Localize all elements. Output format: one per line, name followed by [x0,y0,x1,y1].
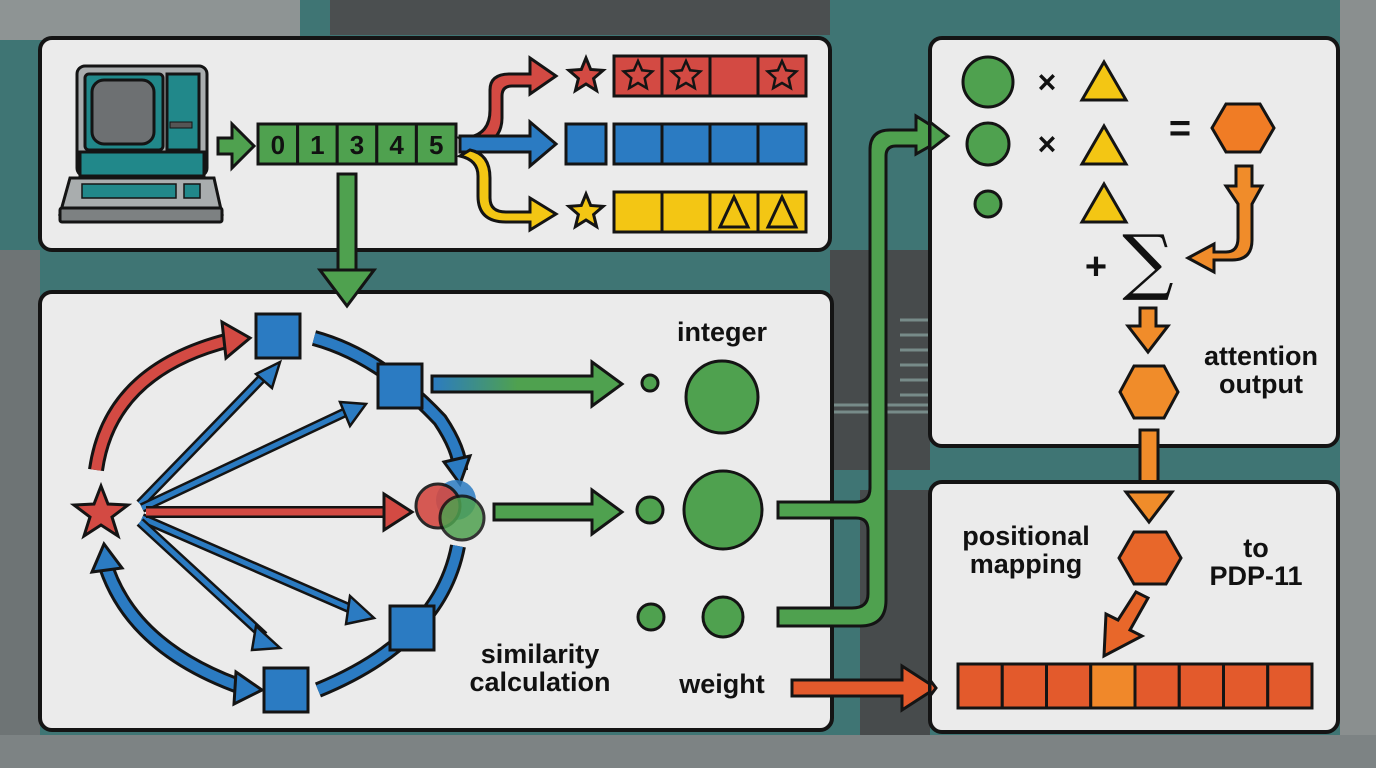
input-arrow [216,120,257,172]
product-to-sum-arrow [1184,164,1265,275]
mapping-arrow [1102,590,1151,659]
triangle-icon [717,193,751,229]
attention-output-label: attention output [1186,342,1336,399]
pdp11-target-label: to PDP-11 [1196,534,1316,591]
radial-key-arrows [136,359,377,652]
similarity-label: similarity calculation [450,640,630,697]
key-square [254,312,302,360]
score-small [636,602,666,632]
attention-output-hexagon [1118,364,1180,420]
positional-mapping-line1: positional [962,521,1090,551]
triangle-icon [765,193,799,229]
output-cell [1045,662,1093,710]
integer-label: integer [676,317,768,347]
token-cell [296,122,339,166]
output-cell-highlighted [1089,662,1137,710]
token-value: 1 [310,130,324,160]
weight-label: weight [679,669,765,699]
score-arrow-middle [492,487,625,537]
equals-symbol: = [1168,108,1192,150]
positional-mapping-label: positional mapping [946,522,1106,579]
score-large [684,359,760,435]
times-symbol: × [1037,126,1057,162]
star-icon [620,57,656,91]
pdp11-target-line2: PDP-11 [1209,561,1303,592]
positional-mapping-line2: mapping [969,549,1083,580]
output-cell [1000,662,1048,710]
plus-symbol: + [1084,246,1108,288]
computer-icon [58,64,224,224]
attention-output-line2: output [1219,369,1303,400]
value-projection [565,190,808,234]
key-cell [756,122,808,166]
token-cell [414,122,458,166]
star-icon [764,57,800,91]
similarity-overlap-icon [414,480,486,542]
value-star-icon [565,190,607,230]
token-cell [256,122,300,166]
key-square [388,604,436,652]
key-square [262,666,310,714]
weights-to-sum-arrow [776,113,951,628]
value-cell [612,190,664,234]
key-projection [564,122,808,166]
score-small [635,495,665,525]
value-branch-arrow [456,148,559,233]
token-value: 0 [271,130,285,160]
sum-to-output-arrow [1124,306,1172,355]
star-icon [668,57,704,91]
key-cell [660,122,712,166]
product-hexagon [1210,102,1276,154]
similarity-label-line2: calculation [469,667,611,698]
score-large [701,595,745,639]
query-star-icon [69,481,133,540]
sum-symbol: ∑ [1122,219,1174,303]
output-cell [1177,662,1225,710]
output-cell [1222,662,1270,710]
token-value: 4 [389,130,404,160]
key-square-icon [564,122,608,166]
similarity-label-line1: similarity [480,639,600,669]
query-star-icon [565,54,607,94]
weight-to-output-arrow [790,663,939,713]
score-circles [635,359,764,639]
mapped-hexagon [1117,530,1183,586]
token-value: 5 [429,130,443,160]
token-cell [335,122,379,166]
value-triangles [1079,59,1129,224]
output-cell [1266,662,1314,710]
pdp11-target-line1: to [1243,533,1269,563]
token-value: 3 [350,130,364,160]
score-small [640,373,660,393]
score-arrow-top [430,359,625,409]
attention-output-line1: attention [1204,341,1318,371]
query-cell [708,54,760,98]
output-cell [956,662,1004,710]
output-sequence [956,662,1314,710]
query-branch-arrow [454,55,559,150]
key-square [376,362,424,410]
score-large [682,469,764,551]
times-symbol: × [1037,64,1057,100]
query-projection [565,54,808,98]
output-cell [1133,662,1181,710]
weight-circles [961,55,1015,219]
